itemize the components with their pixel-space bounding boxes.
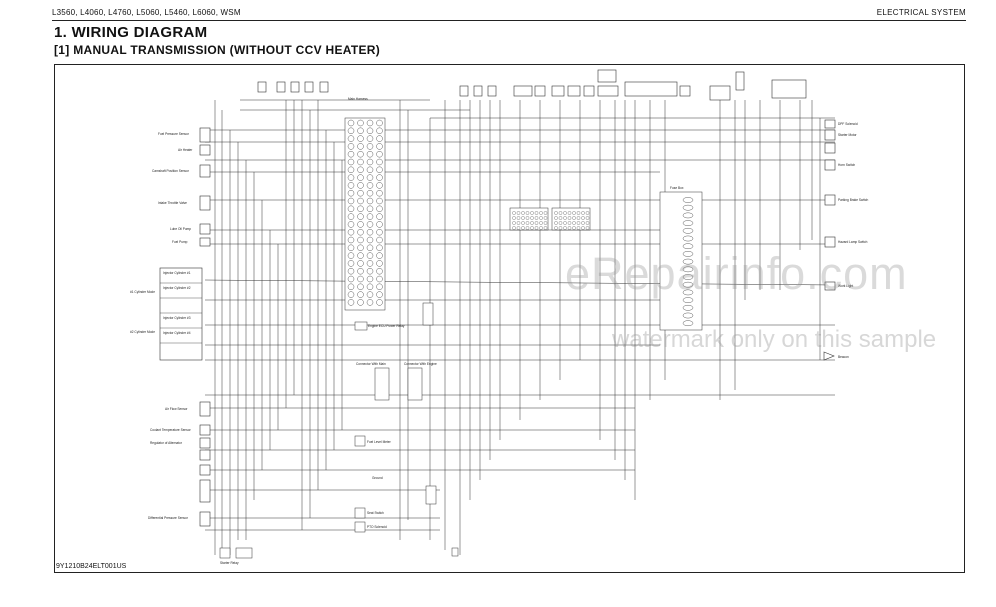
watermark-note: watermark only on this sample xyxy=(612,326,937,353)
label-intake-throttle: Intake Throttle Valve xyxy=(158,201,187,205)
label-injector-1: Injector Cylinder #1 xyxy=(163,271,191,275)
label-connector-engine: Connector With Engine xyxy=(404,362,437,366)
label-coolant-temp-sensor: Coolant Temperature Sensor xyxy=(150,428,191,432)
header-divider xyxy=(52,20,966,21)
label-camshaft-sensor: Camshaft Position Sensor xyxy=(152,169,189,173)
label-starter-relay: Starter Relay xyxy=(220,561,239,565)
label-work-light: Work Light xyxy=(838,284,854,288)
label-injector-3: Injector Cylinder #3 xyxy=(163,316,191,320)
label-connector-main: Connector With Main xyxy=(356,362,386,366)
label-lube-oil-pump: Lube Oil Pump xyxy=(170,227,192,231)
label-pto-solenoid: PTO Solenoid xyxy=(367,525,387,529)
ecu-connector-block xyxy=(344,117,386,311)
label-fuse-box: Fuse Box xyxy=(670,186,684,190)
label-air-heater: Air Heater xyxy=(178,148,193,152)
figure-code: 9Y1210B24ELT001US xyxy=(56,563,127,570)
header-models: L3560, L4060, L4760, L5060, L5460, L6060… xyxy=(52,8,241,17)
label-cylinder-mode-2: #2 Cylinder Mode xyxy=(130,330,155,334)
label-fuel-level-meter: Fuel Level Meter xyxy=(367,440,391,444)
page-subtitle: [1] MANUAL TRANSMISSION (WITHOUT CCV HEA… xyxy=(54,43,381,57)
label-fuel-pump: Fuel Pump xyxy=(172,240,188,244)
page-title: 1. WIRING DIAGRAM xyxy=(54,24,208,41)
label-main-harness: Main Harness xyxy=(348,97,368,101)
label-ecu-power-relay: Engine ECU Power Relay xyxy=(368,324,405,328)
label-hazard-lamp: Hazard Lamp Switch xyxy=(838,240,868,244)
right-components xyxy=(823,119,836,361)
label-air-flow-sensor: Air Flow Sensor xyxy=(165,407,188,411)
label-differential-pressure: Differential Pressure Sensor xyxy=(148,516,188,520)
label-dpf-solenoid: DPF Solenoid xyxy=(838,122,858,126)
label-regulator-alternator: Regulator of Alternator xyxy=(150,441,182,445)
label-ground: Ground xyxy=(372,476,383,480)
label-injector-2: Injector Cylinder #2 xyxy=(163,286,191,290)
label-fuel-pressure-sensor: Fuel Pressure Sensor xyxy=(158,132,189,136)
label-injector-4: Injector Cylinder #4 xyxy=(163,331,191,335)
label-cylinder-mode-1: #1 Cylinder Mode xyxy=(130,290,155,294)
label-parking-brake: Parking Brake Switch xyxy=(838,198,869,202)
label-horn-switch: Horn Switch xyxy=(838,163,856,167)
header-section: ELECTRICAL SYSTEM xyxy=(876,8,966,17)
top-connectors xyxy=(257,69,807,101)
label-beacon: Beacon xyxy=(838,355,849,359)
label-seat-switch: Seat Switch xyxy=(367,511,384,515)
watermark-main: eRepairinfo.com xyxy=(565,248,908,299)
label-starter-motor: Starter Motor xyxy=(838,133,857,137)
center-connectors xyxy=(219,191,703,559)
left-components xyxy=(159,127,211,527)
